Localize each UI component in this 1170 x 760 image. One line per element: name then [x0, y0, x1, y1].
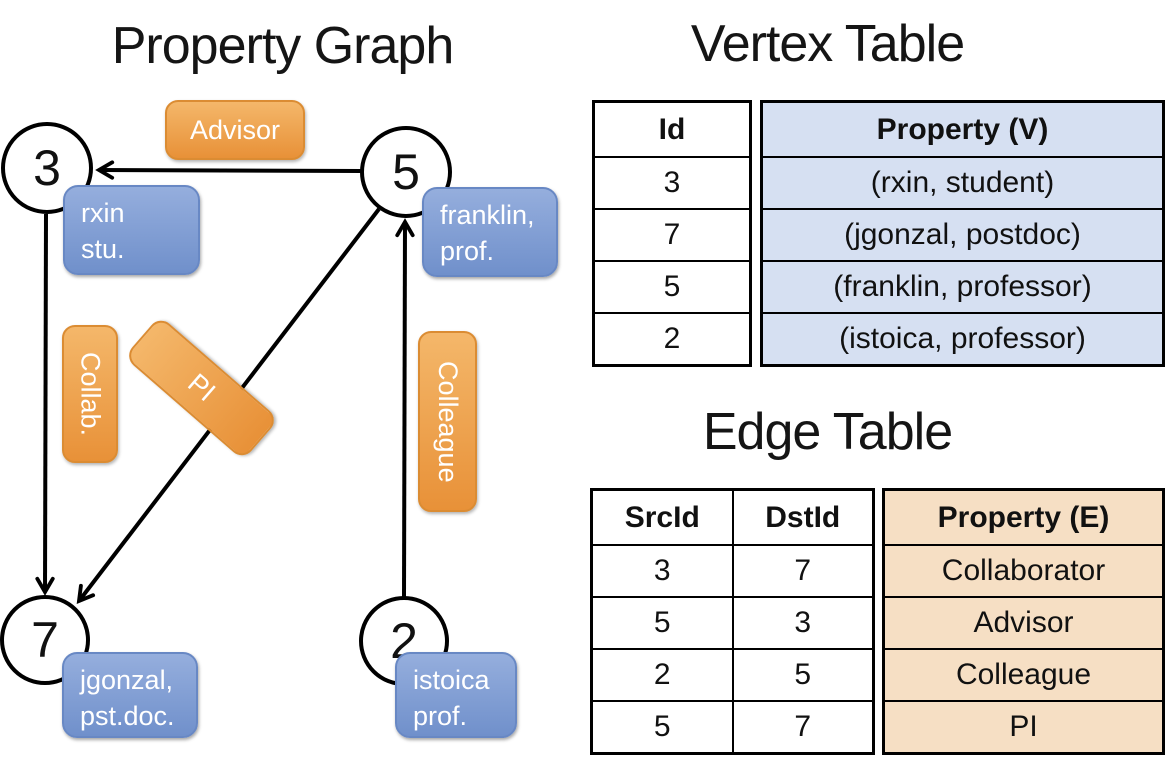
table-row: PI [882, 700, 1165, 755]
vertex-id-label: 3 [33, 140, 61, 196]
vertex-property-box-istoica: istoica prof. [395, 652, 517, 738]
vertex-table-property-column: Property (V) (rxin, student) (jgonzal, p… [760, 100, 1165, 367]
edge-label-text: Colleague [433, 360, 463, 483]
table-row: 5 3 [590, 596, 875, 650]
table-cell: Colleague [882, 648, 1165, 702]
vertex-table-title: Vertex Table [690, 15, 965, 73]
table-row: (rxin, student) [760, 156, 1165, 210]
vertex-property-box-jgonzal: jgonzal, pst.doc. [62, 652, 198, 738]
table-cell: PI [882, 700, 1165, 755]
table-row: (istoica, professor) [760, 312, 1165, 367]
table-row: 5 [592, 260, 752, 314]
table-row: 2 [592, 312, 752, 367]
table-cell: (franklin, professor) [760, 260, 1165, 314]
table-row: 3 [592, 156, 752, 210]
column-header: Property (E) [882, 488, 1165, 546]
vertex-property-line1: istoica [413, 665, 490, 695]
edge-table-ids-columns: SrcId DstId 3 7 5 3 2 5 5 7 [590, 488, 875, 755]
table-row: Colleague [882, 648, 1165, 702]
vertex-property-line2: stu. [81, 234, 125, 265]
vertex-property-line2: prof. [413, 701, 468, 732]
edge-label-advisor: Advisor [165, 100, 305, 160]
table-row: (jgonzal, postdoc) [760, 208, 1165, 262]
table-row: 3 7 [590, 544, 875, 598]
table-row: (franklin, professor) [760, 260, 1165, 314]
edge-colleague-arrow [395, 218, 415, 598]
table-cell: 5 [731, 648, 875, 702]
table-row: 2 5 [590, 648, 875, 702]
edge-label-colleague: Colleague [418, 331, 477, 512]
vertex-id-label: 5 [392, 144, 420, 200]
table-cell: 7 [731, 700, 875, 755]
table-row: 5 7 [590, 700, 875, 755]
column-header: DstId [731, 488, 875, 546]
table-cell: 2 [590, 648, 734, 702]
table-cell: 3 [731, 596, 875, 650]
table-cell: (istoica, professor) [760, 312, 1165, 367]
vertex-property-box-franklin: franklin, prof. [422, 187, 558, 277]
table-row: 7 [592, 208, 752, 262]
vertex-table-id-column: Id 3 7 5 2 [592, 100, 752, 367]
vertex-property-box-rxin: rxin stu. [63, 185, 200, 275]
table-cell: 5 [590, 700, 734, 755]
vertex-property-line1: franklin, [440, 200, 535, 230]
vertex-property-line1: rxin [81, 198, 125, 228]
vertex-property-line2: pst.doc. [80, 701, 175, 732]
vertex-node-3: 3 [1, 122, 93, 214]
vertex-property-line2: prof. [440, 236, 495, 267]
edge-advisor-arrow [95, 160, 362, 180]
edge-table-title: Edge Table [702, 403, 953, 461]
property-graph-title: Property Graph [111, 17, 455, 75]
table-cell: 3 [590, 544, 734, 598]
table-cell: Collaborator [882, 544, 1165, 598]
edge-label-text: PI [182, 367, 222, 408]
table-cell: 5 [592, 260, 752, 314]
vertex-id-label: 7 [31, 612, 59, 668]
column-header: Property (V) [760, 100, 1165, 158]
table-cell: 2 [592, 312, 752, 367]
column-header: SrcId [590, 488, 734, 546]
edge-table-property-column: Property (E) Collaborator Advisor Collea… [882, 488, 1165, 755]
table-cell: 7 [731, 544, 875, 598]
edge-label-text: Advisor [189, 114, 281, 145]
table-cell: (jgonzal, postdoc) [760, 208, 1165, 262]
table-cell: 5 [590, 596, 734, 650]
table-row: Collaborator [882, 544, 1165, 598]
edge-collab-arrow [35, 213, 55, 596]
vertex-property-line1: jgonzal, [80, 665, 174, 695]
table-cell: 3 [592, 156, 752, 210]
column-header: Id [592, 100, 752, 158]
table-cell: 7 [592, 208, 752, 262]
table-row: Advisor [882, 596, 1165, 650]
edge-label-text: Collab. [75, 351, 106, 437]
table-cell: (rxin, student) [760, 156, 1165, 210]
edge-label-collab: Collab. [62, 325, 118, 463]
table-cell: Advisor [882, 596, 1165, 650]
